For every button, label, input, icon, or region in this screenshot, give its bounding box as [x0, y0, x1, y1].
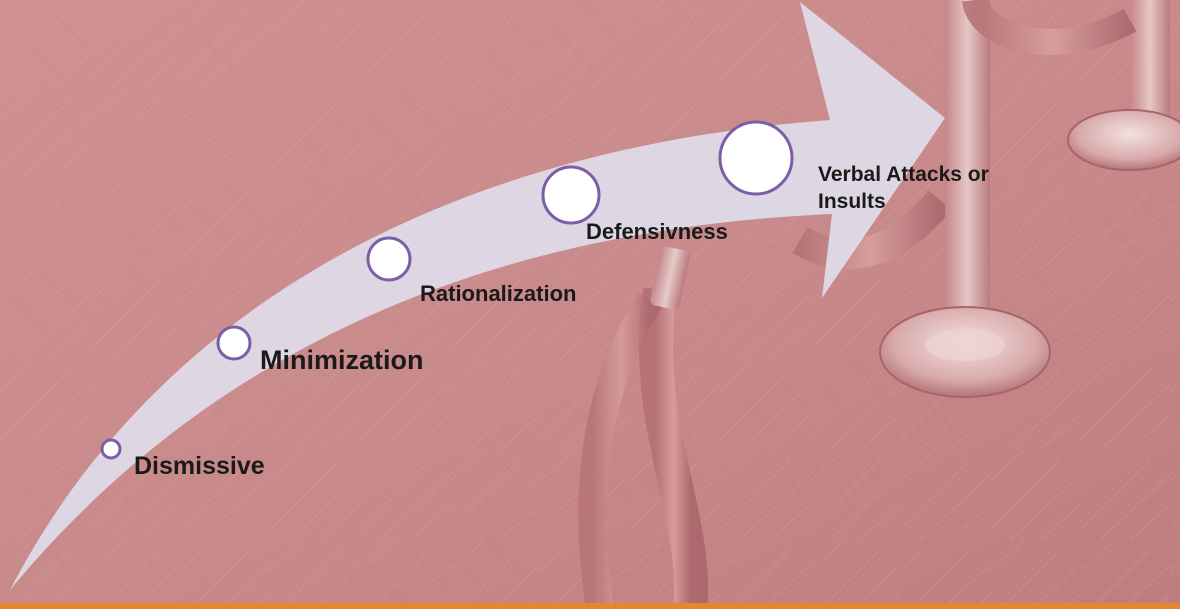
stage-circle-minimization — [216, 325, 252, 361]
progression-arrow — [10, 2, 945, 590]
stage-circle-defensivness — [541, 165, 601, 225]
stage-label-dismissive: Dismissive — [134, 452, 265, 480]
stage-label-verbal-attacks: Verbal Attacks or Insults — [818, 163, 989, 214]
stage-label-rationalization: Rationalization — [420, 281, 577, 306]
stage-label-defensivness: Defensivness — [586, 219, 728, 244]
stage-circle-dismissive — [100, 438, 122, 460]
bottom-accent-bar — [0, 603, 1180, 609]
stanchion-illustration — [578, 0, 1180, 609]
stage-circle-verbal-attacks — [718, 120, 794, 196]
stage-label-minimization: Minimization — [260, 345, 424, 375]
stage-circle-rationalization — [366, 236, 412, 282]
